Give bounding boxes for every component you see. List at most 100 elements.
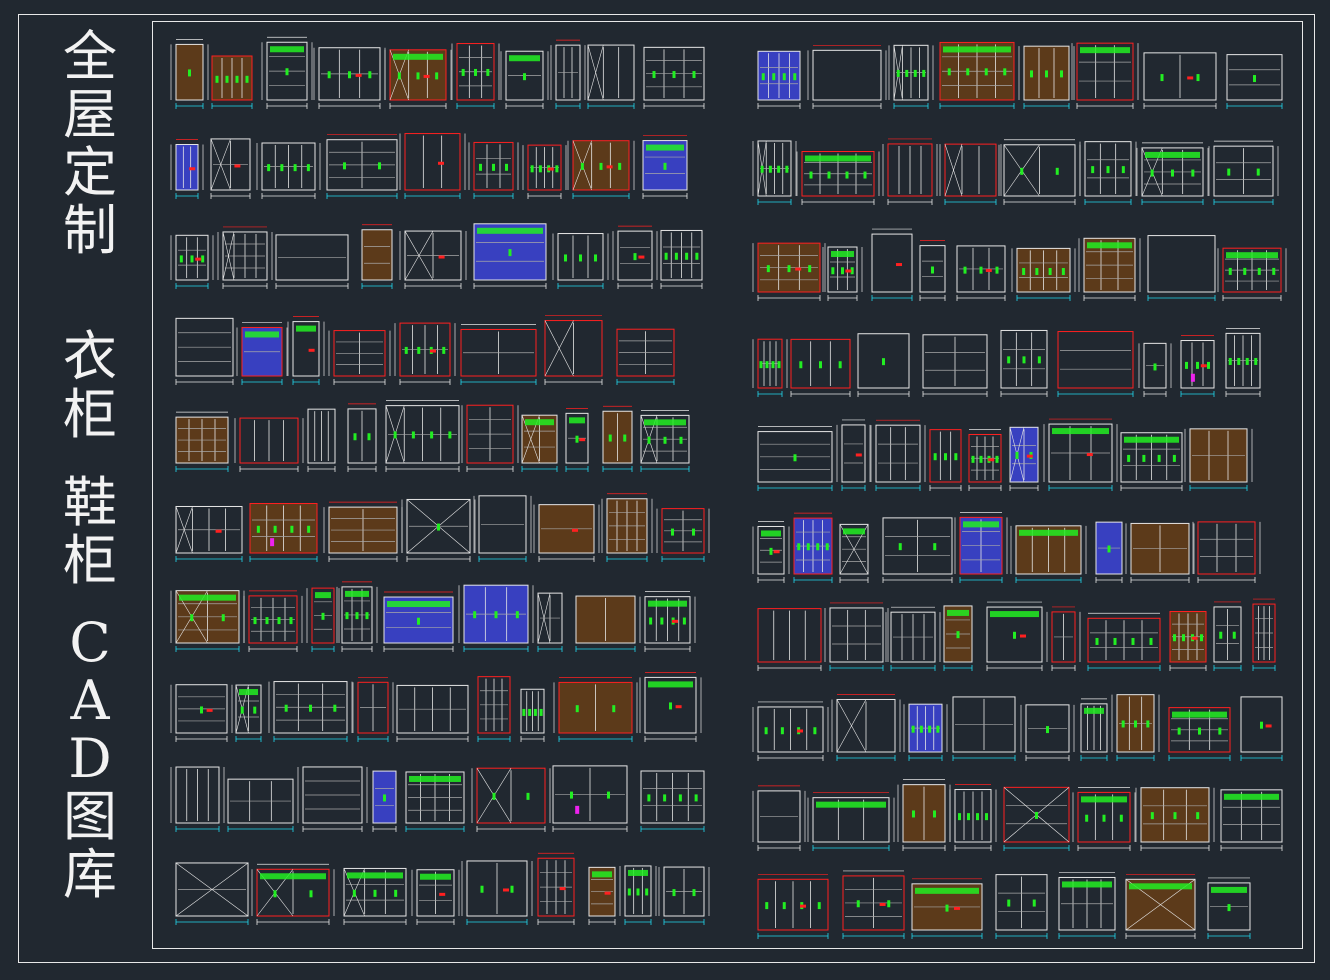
cabinet-drawing [790, 338, 851, 389]
cabinet-drawing [812, 49, 882, 101]
cabinet-drawing [829, 607, 884, 663]
cabinet-drawing [660, 229, 703, 281]
cabinet-drawing [505, 50, 544, 101]
cabinet-drawing [266, 41, 308, 101]
cabinet-drawing [1225, 332, 1261, 389]
cabinet-drawing [922, 334, 988, 389]
cabinet-drawing [537, 857, 575, 917]
cabinet-drawing [311, 587, 335, 644]
cabinet-drawing [1197, 521, 1256, 575]
title-char-5: 衣 [63, 325, 117, 388]
cabinet-drawing [292, 321, 320, 377]
cabinet-drawing [361, 229, 393, 281]
cabinet-drawing [757, 525, 785, 575]
cabinet-drawing [175, 766, 220, 824]
title-char-11: D [68, 727, 112, 790]
cabinet-drawing [944, 143, 997, 197]
cabinet-drawing [552, 765, 628, 824]
cabinet-drawing [1143, 342, 1167, 389]
cabinet-drawing [1080, 703, 1108, 753]
cabinet-drawing [1252, 603, 1276, 663]
cabinet-drawing [801, 151, 875, 197]
cabinet-drawing [1076, 42, 1134, 101]
cabinet-drawing [273, 681, 348, 734]
cabinet-drawing [1222, 247, 1282, 293]
cabinet-drawing [456, 43, 495, 101]
cabinet-drawing [663, 866, 705, 917]
cabinet-drawing [1226, 54, 1283, 101]
cabinet-drawing [248, 595, 298, 644]
cabinet-drawing [557, 233, 604, 281]
cabinet-drawing [175, 144, 199, 191]
cabinet-drawing [1087, 617, 1161, 663]
cabinet-drawing [875, 424, 921, 483]
cabinet-drawing [478, 495, 527, 554]
cabinet-drawing [1220, 789, 1283, 843]
cabinet-drawing [239, 417, 299, 464]
cabinet-drawing [842, 875, 905, 931]
outer-border [18, 14, 1315, 963]
cabinet-drawing [175, 505, 243, 554]
drawing-area-border [152, 21, 1303, 949]
cabinet-drawing [275, 234, 349, 281]
cabinet-drawing [1051, 611, 1076, 663]
cabinet-drawing [343, 867, 407, 917]
cabinet-drawing [757, 431, 833, 483]
cabinet-drawing [757, 706, 824, 753]
cabinet-drawing [995, 874, 1048, 931]
cabinet-drawing [466, 404, 514, 464]
cabinet-drawing [887, 143, 933, 197]
cabinet-drawing [333, 330, 386, 377]
title-char-4: 制 [63, 199, 117, 262]
cabinet-drawing [222, 231, 268, 281]
cabinet-drawing [616, 328, 675, 377]
cabinet-drawing [812, 797, 890, 843]
title-char-6: 柜 [63, 383, 117, 446]
title-char-8: 柜 [63, 529, 117, 592]
cabinet-drawing [1213, 145, 1274, 197]
cabinet-drawing [326, 139, 398, 191]
cabinet-drawing [302, 766, 363, 824]
title-char-9: C [69, 611, 111, 674]
title-char-7: 鞋 [63, 471, 117, 534]
cabinet-drawing [757, 140, 792, 197]
cabinet-drawing [1147, 235, 1216, 293]
cabinet-drawing [466, 860, 528, 917]
cabinet-drawing [1025, 704, 1070, 753]
cabinet-drawing [929, 429, 962, 483]
cabinet-drawing [460, 328, 537, 377]
cabinet-drawing [1084, 141, 1132, 197]
cabinet-drawing [1168, 707, 1231, 753]
cabinet-drawing [952, 696, 1016, 753]
cabinet-drawing [587, 44, 635, 101]
cabinet-drawing [757, 338, 783, 389]
cabinet-drawing [175, 317, 234, 377]
cabinet-drawing [827, 246, 858, 293]
title-char-13: 库 [63, 843, 117, 906]
cabinet-drawing [357, 681, 389, 734]
cabinet-drawing [857, 333, 910, 389]
cabinet-drawing [968, 433, 1002, 483]
cabinet-drawing [1141, 147, 1204, 197]
cabinet-drawing [399, 322, 451, 377]
cabinet-drawing [954, 789, 992, 843]
cabinet-drawing [416, 869, 455, 917]
cabinet-drawing [404, 133, 461, 191]
title-char-12: 图 [63, 785, 117, 848]
cabinet-drawing [1143, 52, 1217, 101]
cabinet-drawing [757, 878, 829, 931]
cabinet-drawing [661, 508, 705, 554]
cabinet-drawing [385, 405, 460, 464]
cabinet-drawing [882, 517, 953, 575]
title-char-2: 屋 [63, 83, 117, 146]
cabinet-drawing [643, 46, 705, 101]
cabinet-drawing [757, 608, 822, 663]
cabinet-drawing [644, 596, 691, 644]
cabinet-drawing [406, 498, 471, 554]
cabinet-drawing [318, 47, 381, 101]
cabinet-drawing [307, 408, 336, 464]
cabinet-drawing [640, 770, 705, 824]
cabinet-drawing [1120, 432, 1183, 483]
cabinet-drawing [227, 778, 294, 824]
